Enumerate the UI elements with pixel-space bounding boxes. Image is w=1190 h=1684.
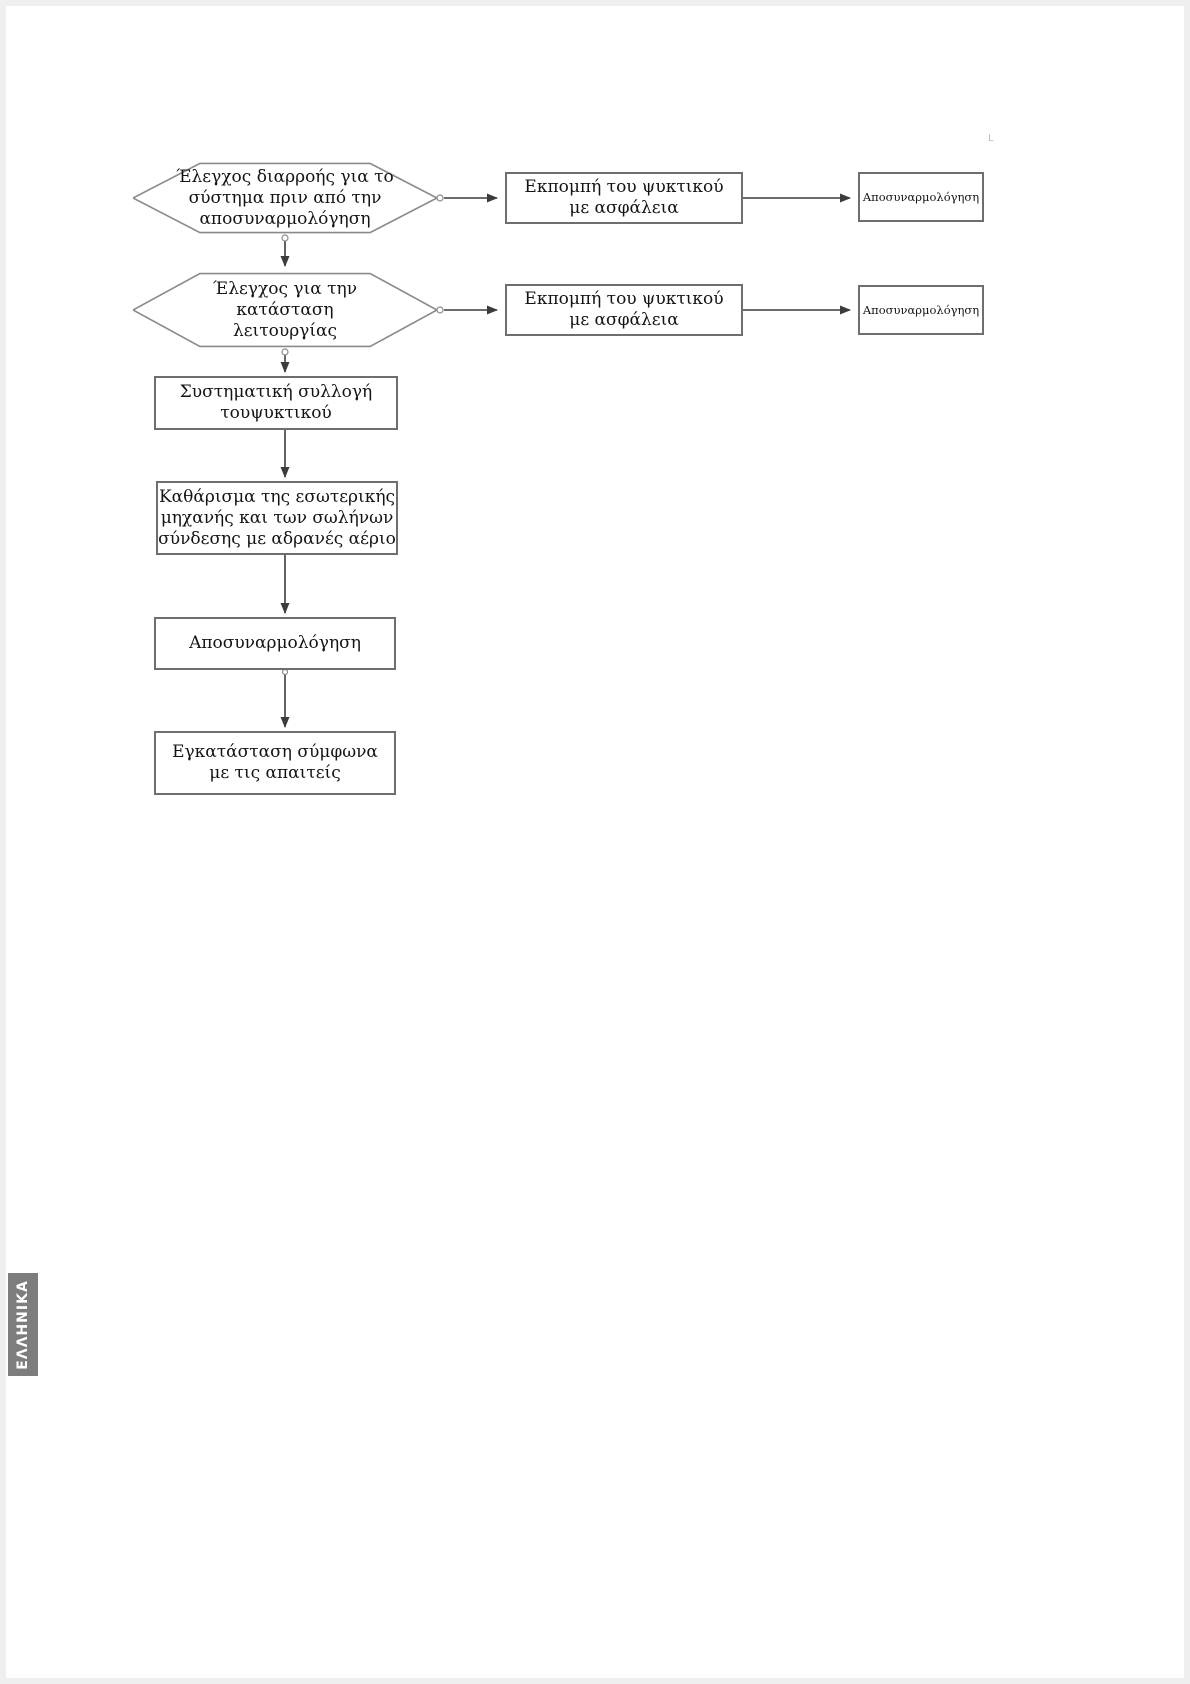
node-label-line: Έλεγχος διαρροής για το bbox=[176, 166, 394, 187]
flow-node-install: Εγκατάσταση σύμφωνα με τις απαιτείς bbox=[154, 731, 396, 795]
node-label: Συστηματική συλλογή τουψυκτικού bbox=[180, 382, 372, 424]
hexagon-shape bbox=[133, 272, 437, 348]
node-label-line: Αποσυναρμολόγηση bbox=[862, 190, 980, 204]
scan-artifact-mark: L bbox=[988, 133, 994, 144]
node-label-line: αποσυναρμολόγηση bbox=[199, 208, 371, 229]
flow-node-disassembly-2: Αποσυναρμολόγηση bbox=[858, 285, 984, 335]
junction-dot bbox=[281, 668, 289, 676]
flow-node-vent-1: Εκπομπή του ψυκτικού με ασφάλεια bbox=[505, 172, 743, 224]
node-label-line: σύνδεσης με αδρανές αέριο bbox=[158, 528, 396, 549]
node-label-line: Αποσυναρμολόγηση bbox=[189, 633, 361, 653]
node-label: Αποσυναρμολόγηση bbox=[863, 190, 979, 204]
flow-node-disassembly-main: Αποσυναρμολόγηση bbox=[154, 617, 396, 670]
node-label: Εκπομπή του ψυκτικού με ασφάλεια bbox=[524, 177, 723, 219]
junction-dot bbox=[436, 306, 444, 314]
junction-dot bbox=[436, 194, 444, 202]
node-label: Έλεγχος για την κατάσταση λειτουργίας bbox=[213, 279, 357, 342]
node-label: Έλεγχος διαρροής για το σύστημα πριν από… bbox=[176, 167, 394, 230]
flow-node-leak-check: Έλεγχος διαρροής για το σύστημα πριν από… bbox=[133, 162, 437, 234]
language-tab-label: ΕΛΛΗΝΙΚΑ bbox=[15, 1279, 31, 1370]
node-label: Εκπομπή του ψυκτικού με ασφάλεια bbox=[524, 289, 723, 331]
node-label-line: Εκπομπή του ψυκτικού bbox=[524, 177, 724, 197]
flow-node-disassembly-1: Αποσυναρμολόγηση bbox=[858, 172, 984, 222]
flow-node-status-check: Έλεγχος για την κατάσταση λειτουργίας bbox=[133, 272, 437, 348]
node-label-line: Έλεγχος για την bbox=[212, 278, 358, 299]
flow-node-vent-2: Εκπομπή του ψυκτικού με ασφάλεια bbox=[505, 284, 743, 336]
node-label-line: Εγκατάσταση σύμφωνα bbox=[172, 742, 378, 762]
node-label-line: Εκπομπή του ψυκτικού bbox=[524, 289, 724, 309]
node-label-line: τουψυκτικού bbox=[220, 403, 332, 423]
junction-dot bbox=[281, 348, 289, 356]
hexagon-shape bbox=[133, 162, 437, 234]
node-label-line: Καθάρισμα της εσωτερικής bbox=[158, 486, 396, 507]
node-label: Εγκατάσταση σύμφωνα με τις απαιτείς bbox=[172, 742, 378, 784]
flow-node-purge-inert-gas: Καθάρισμα της εσωτερικής μηχανής και των… bbox=[156, 481, 398, 555]
flow-node-collect-refrigerant: Συστηματική συλλογή τουψυκτικού bbox=[154, 376, 398, 430]
node-label-line: Συστηματική συλλογή bbox=[179, 382, 373, 402]
node-label: Καθάρισμα της εσωτερικής μηχανής και των… bbox=[158, 487, 396, 550]
node-label: Αποσυναρμολόγηση bbox=[189, 633, 361, 654]
node-label-line: Αποσυναρμολόγηση bbox=[862, 303, 980, 317]
language-tab-greek: ΕΛΛΗΝΙΚΑ bbox=[8, 1273, 38, 1376]
node-label: Αποσυναρμολόγηση bbox=[863, 303, 979, 317]
junction-dot bbox=[281, 234, 289, 242]
node-label-line: με ασφάλεια bbox=[569, 310, 679, 330]
node-label-line: μηχανής και των σωλήνων bbox=[160, 507, 394, 528]
node-label-line: με τις απαιτείς bbox=[209, 763, 341, 783]
node-label-line: κατάσταση bbox=[236, 299, 334, 320]
node-label-line: με ασφάλεια bbox=[569, 198, 679, 218]
node-label-line: σύστημα πριν από την bbox=[188, 187, 382, 208]
node-label-line: λειτουργίας bbox=[232, 320, 338, 341]
